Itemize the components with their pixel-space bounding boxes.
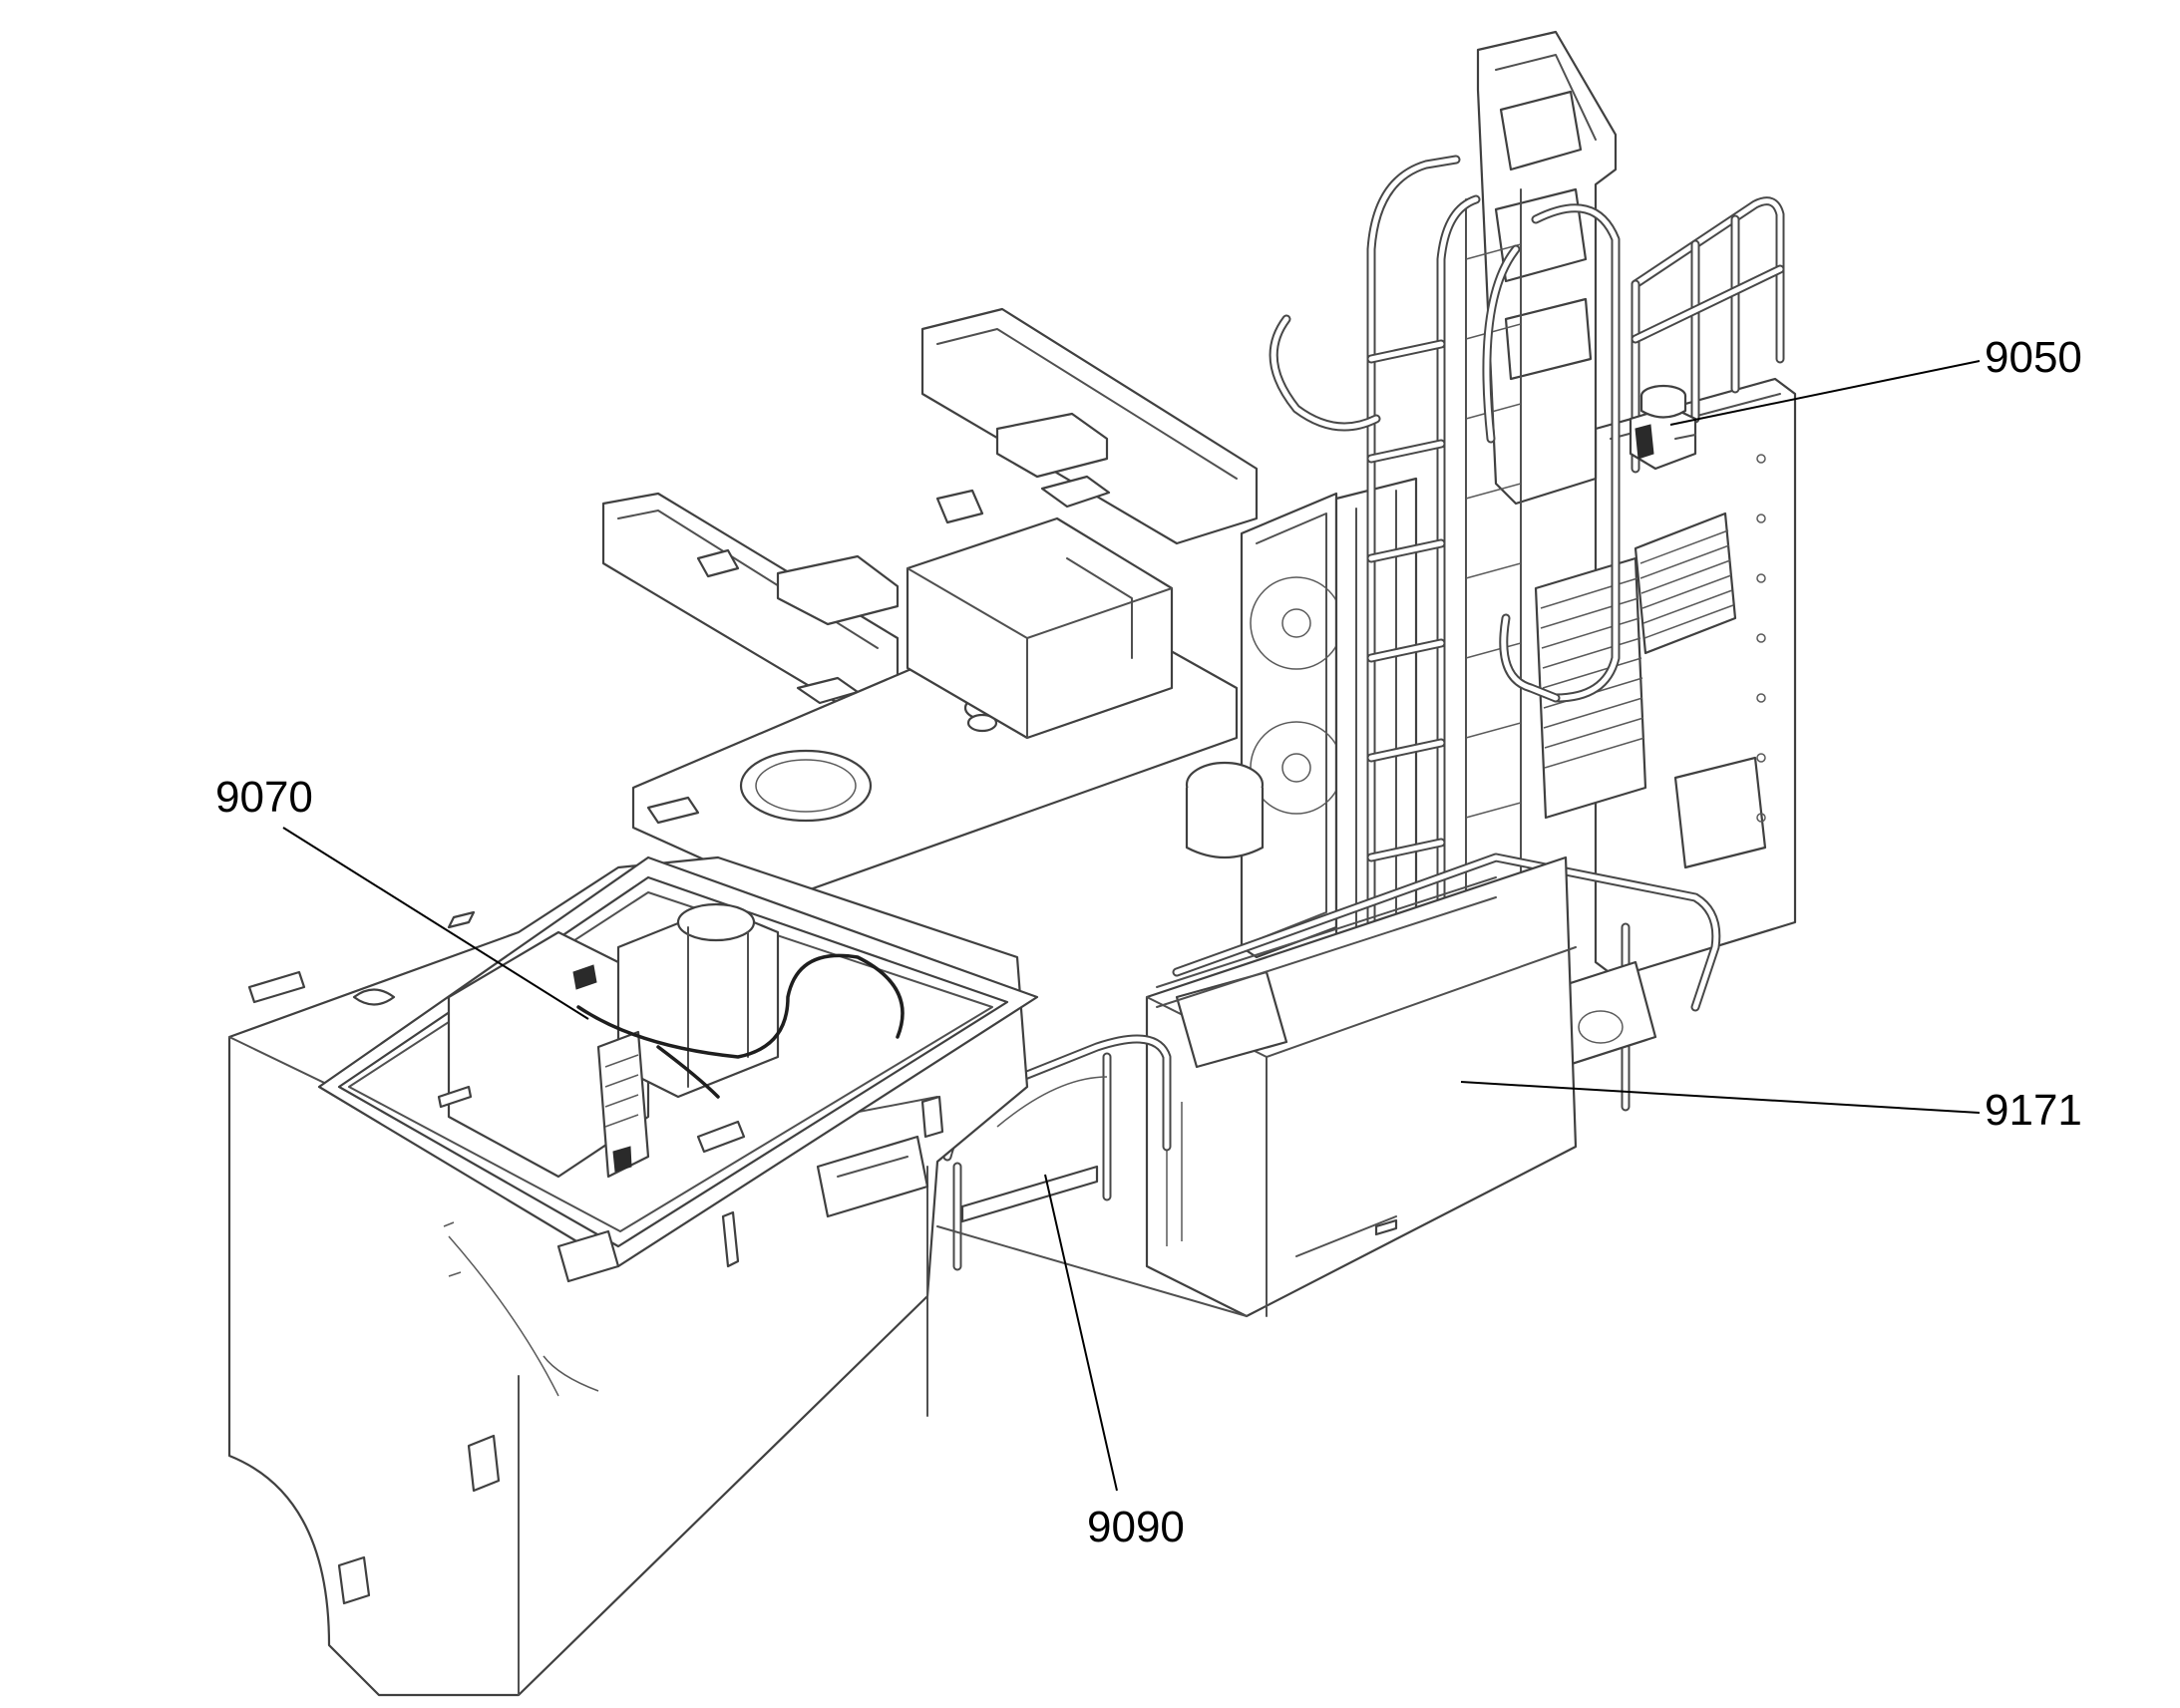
callout-9171: 9171 bbox=[1460, 1081, 2082, 1135]
rear-frame-arms bbox=[601, 307, 1259, 705]
callout-9050: 9050 bbox=[1669, 333, 2082, 426]
leader-line bbox=[1669, 360, 1981, 426]
callout-label-9090: 9090 bbox=[1087, 1503, 1185, 1551]
radiator-pack bbox=[1185, 477, 1418, 989]
main-housing bbox=[227, 855, 1248, 1697]
callout-9090: 9090 bbox=[1044, 1174, 1185, 1551]
callout-label-9171: 9171 bbox=[1985, 1086, 2082, 1135]
callout-label-9070: 9070 bbox=[215, 773, 313, 822]
ladder-mast bbox=[1269, 30, 1621, 962]
top-right-railing bbox=[1631, 196, 1785, 474]
callout-label-9050: 9050 bbox=[1985, 333, 2082, 382]
leader-line bbox=[282, 827, 589, 1020]
leader-line bbox=[1044, 1174, 1118, 1492]
front-right-box bbox=[1145, 855, 1578, 1318]
callout-9070: 9070 bbox=[215, 773, 589, 1020]
center-deck bbox=[631, 516, 1239, 899]
leader-line bbox=[1460, 1081, 1981, 1114]
component-9050 bbox=[1629, 384, 1697, 471]
